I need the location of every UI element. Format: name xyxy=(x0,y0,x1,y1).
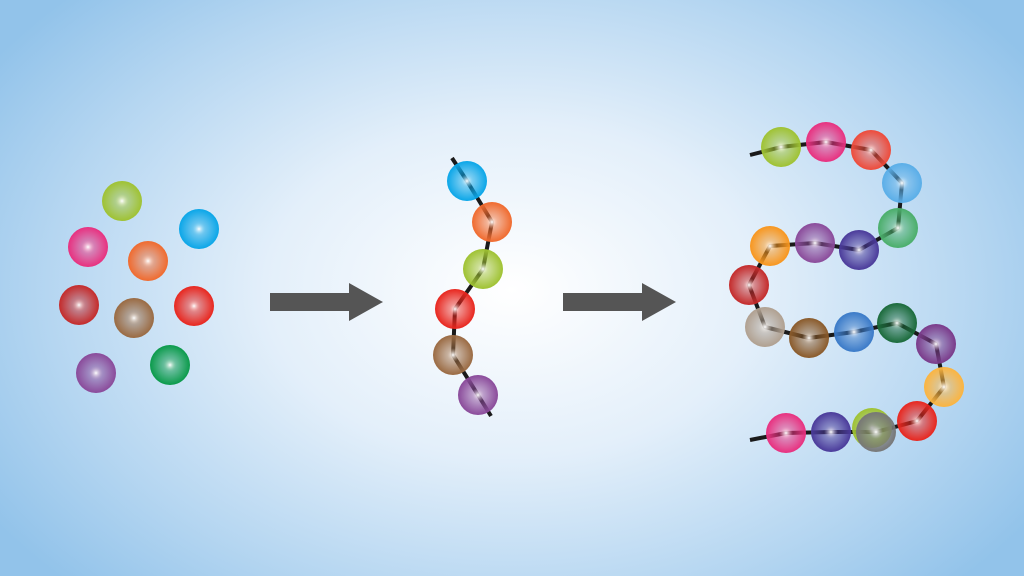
right-arrow-icon xyxy=(270,283,383,321)
free-monomer-bead xyxy=(68,227,108,267)
long-chain-bead xyxy=(916,324,956,364)
long-chain-bead xyxy=(878,208,918,248)
long-chain-bead xyxy=(806,122,846,162)
long-chain-bead xyxy=(729,265,769,305)
long-chain-bead xyxy=(882,163,922,203)
free-monomer-bead xyxy=(114,298,154,338)
free-monomer-bead xyxy=(174,286,214,326)
long-chain-bead xyxy=(811,412,851,452)
free-monomer-bead xyxy=(179,209,219,249)
long-chain-bead xyxy=(897,401,937,441)
long-chain-bead xyxy=(761,127,801,167)
short-chain-bead xyxy=(472,202,512,242)
short-chain-bead xyxy=(463,249,503,289)
short-chain-bead xyxy=(458,375,498,415)
long-chain-bead xyxy=(924,367,964,407)
right-arrow-icon xyxy=(563,283,676,321)
long-chain-bead xyxy=(856,412,896,452)
long-chain-bead xyxy=(789,318,829,358)
long-chain-bead xyxy=(839,230,879,270)
long-chain-bead xyxy=(766,413,806,453)
long-chain-bead xyxy=(877,303,917,343)
short-chain-bead xyxy=(435,289,475,329)
long-chain-bead xyxy=(745,307,785,347)
long-chain-bead xyxy=(851,130,891,170)
short-chain-bead xyxy=(447,161,487,201)
long-chain-bead xyxy=(834,312,874,352)
free-monomer-bead xyxy=(128,241,168,281)
free-monomer-bead xyxy=(76,353,116,393)
long-chain-bead xyxy=(750,226,790,266)
free-monomer-bead xyxy=(150,345,190,385)
short-chain-bead xyxy=(433,335,473,375)
free-monomer-bead xyxy=(102,181,142,221)
free-monomer-bead xyxy=(59,285,99,325)
long-chain-bead xyxy=(795,223,835,263)
